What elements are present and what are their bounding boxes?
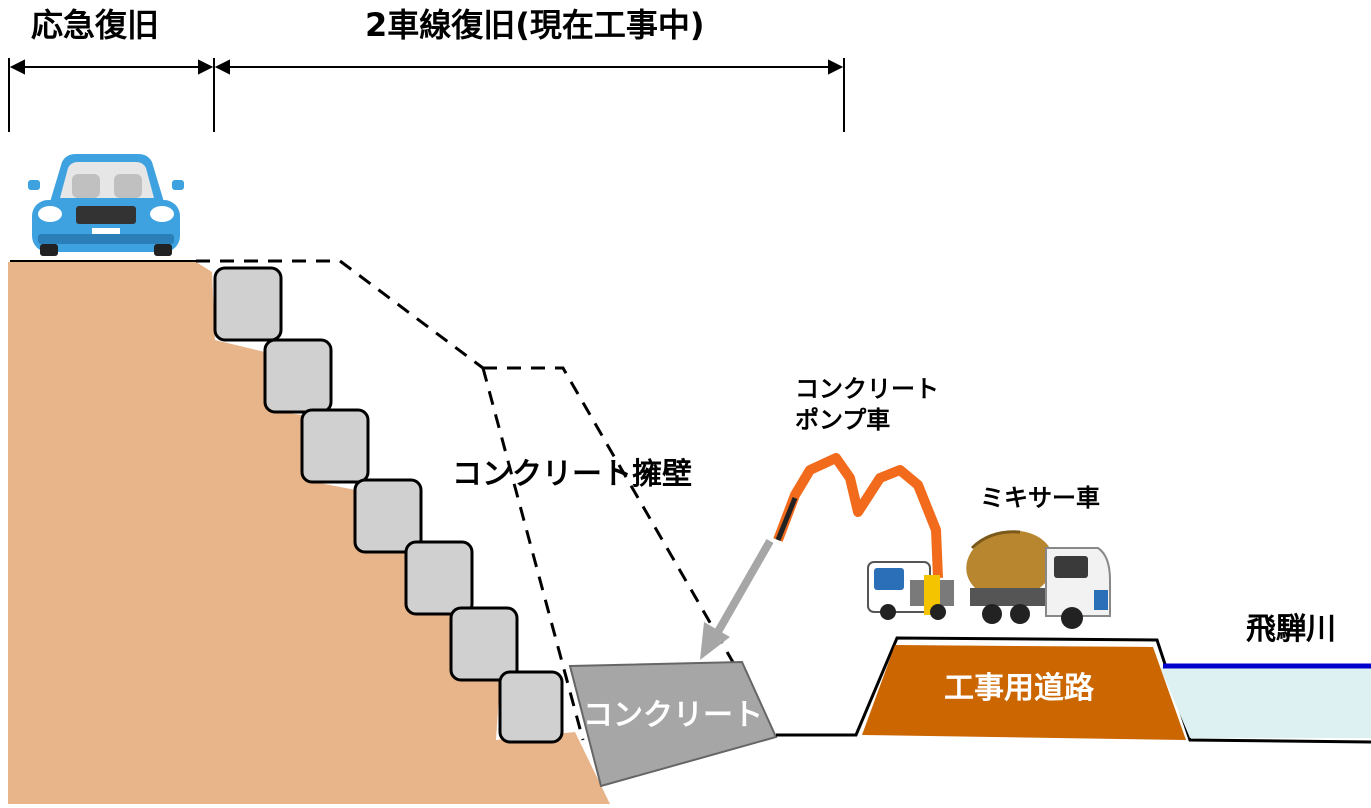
label-construction-road: 工事用道路	[944, 671, 1094, 706]
concrete-footing	[568, 660, 778, 788]
dimension-lines	[8, 58, 845, 132]
retaining-wall-outline-left	[481, 367, 585, 741]
concrete-block	[404, 540, 474, 616]
concrete-block	[213, 266, 283, 342]
concrete-block	[263, 338, 333, 414]
concrete-blocks	[213, 266, 564, 744]
concrete-pump-truck-icon	[773, 453, 954, 620]
car-icon	[28, 154, 184, 256]
label-two-lane-restoration: 2車線復旧(現在工事中)	[365, 6, 705, 44]
mixer-truck-icon	[966, 530, 1111, 629]
label-concrete-retaining-wall: コンクリート擁壁	[452, 457, 692, 492]
pour-arrow	[700, 539, 774, 660]
label-mixer-truck: ミキサー車	[980, 484, 1100, 512]
retaining-wall-outline-right	[483, 366, 777, 736]
concrete-block	[300, 408, 370, 484]
arrowhead	[9, 59, 25, 75]
concrete-block	[449, 606, 519, 682]
arrowhead	[214, 59, 230, 75]
earth-slope	[8, 262, 610, 804]
label-pump-truck-line2: ポンプ車	[795, 406, 891, 434]
label-pump-truck-line1: コンクリート	[795, 375, 939, 403]
planned-embankment-outline	[196, 259, 484, 370]
dashed-outlines	[196, 259, 777, 741]
ground-line	[776, 636, 1371, 744]
arrowhead	[828, 59, 844, 75]
river-water	[1160, 667, 1371, 738]
label-concrete: コンクリート	[583, 698, 763, 733]
label-river: 飛騨川	[1246, 612, 1336, 647]
concrete-block	[353, 478, 423, 554]
label-emergency-restoration: 応急復旧	[31, 6, 160, 44]
concrete-block	[498, 670, 564, 744]
construction-road	[862, 645, 1186, 740]
arrowhead	[198, 59, 214, 75]
